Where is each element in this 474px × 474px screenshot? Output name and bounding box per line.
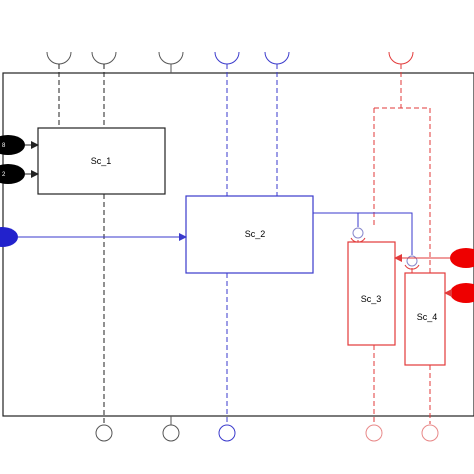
bottom-socket-4[interactable] (365, 424, 383, 442)
top-socket-2[interactable] (91, 51, 117, 65)
bottom-sockets (95, 416, 439, 442)
input-port-1-label: 8 (2, 143, 6, 149)
blue-dashed-lines (226, 64, 278, 424)
red-dashed-lines (373, 64, 431, 424)
ball-socket-sc4[interactable] (404, 255, 420, 273)
block-sc4[interactable]: Sc_4 (404, 272, 446, 366)
block-sc1[interactable]: Sc_1 (37, 127, 166, 195)
top-sockets (46, 51, 414, 65)
top-socket-5[interactable] (264, 51, 290, 65)
block-sc2[interactable]: Sc_2 (185, 195, 314, 274)
block-label-sc4: Sc_4 (417, 312, 438, 322)
input-port-2-label: 2 (2, 172, 6, 178)
block-label-sc1: Sc_1 (91, 156, 112, 166)
block-sc3[interactable]: Sc_3 (347, 241, 396, 346)
bottom-socket-5[interactable] (421, 424, 439, 442)
top-socket-3[interactable] (158, 51, 184, 65)
bottom-socket-3[interactable] (218, 424, 236, 442)
block-label-sc3: Sc_3 (361, 294, 382, 304)
input-port-1[interactable]: 8 (0, 135, 25, 155)
input-port-4[interactable] (450, 248, 474, 268)
ball-socket-sc3[interactable] (350, 227, 366, 243)
bottom-socket-2[interactable] (162, 424, 180, 442)
input-port-2[interactable]: 2 (0, 164, 25, 184)
top-socket-4[interactable] (214, 51, 240, 65)
black-dashed-lines (58, 64, 105, 424)
bottom-socket-1[interactable] (95, 424, 113, 442)
top-socket-1[interactable] (46, 51, 72, 65)
input-port-3[interactable] (0, 227, 18, 247)
block-label-sc2: Sc_2 (245, 229, 266, 239)
top-socket-6[interactable] (388, 51, 414, 65)
input-port-5[interactable] (450, 283, 474, 303)
arrows (18, 141, 452, 297)
sc2-connector (313, 212, 413, 255)
